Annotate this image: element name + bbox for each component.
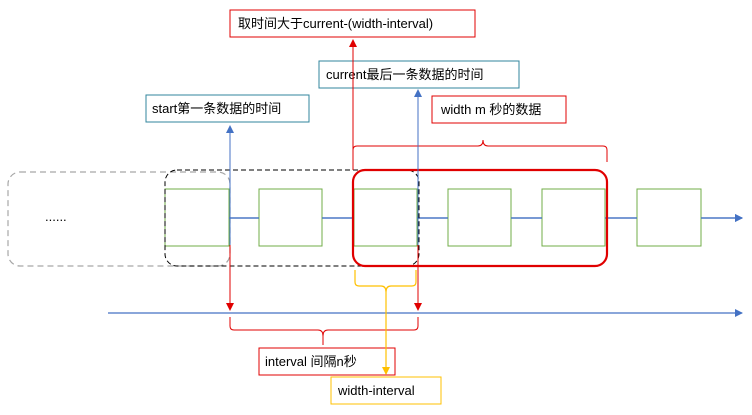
- ellipsis-label: ......: [45, 209, 67, 224]
- data-block: [353, 188, 418, 247]
- current-window-box: [351, 168, 609, 268]
- previous-window-box: [164, 169, 420, 267]
- data-block: [258, 188, 323, 247]
- interval-box: [258, 347, 396, 376]
- data-block: [447, 188, 512, 247]
- width-interval-label: width-interval: [337, 383, 415, 398]
- width-data-box: [431, 95, 567, 124]
- start-label: start第一条数据的时间: [152, 101, 281, 116]
- take-time-label: 取时间大于current-(width-interval): [238, 16, 433, 31]
- data-block: [164, 188, 230, 247]
- start-box: [145, 94, 310, 123]
- interval-brace: [229, 317, 419, 337]
- current-box: [318, 60, 520, 89]
- take-time-box: [229, 9, 476, 38]
- data-block: [636, 188, 702, 247]
- interval-label: interval 间隔n秒: [265, 354, 357, 369]
- width-brace: [352, 139, 608, 162]
- width-interval-brace: [354, 270, 417, 293]
- width-interval-box: [330, 376, 442, 405]
- current-label: current最后一条数据的时间: [326, 67, 483, 82]
- data-block: [541, 188, 606, 247]
- width-data-label: width m 秒的数据: [440, 102, 541, 117]
